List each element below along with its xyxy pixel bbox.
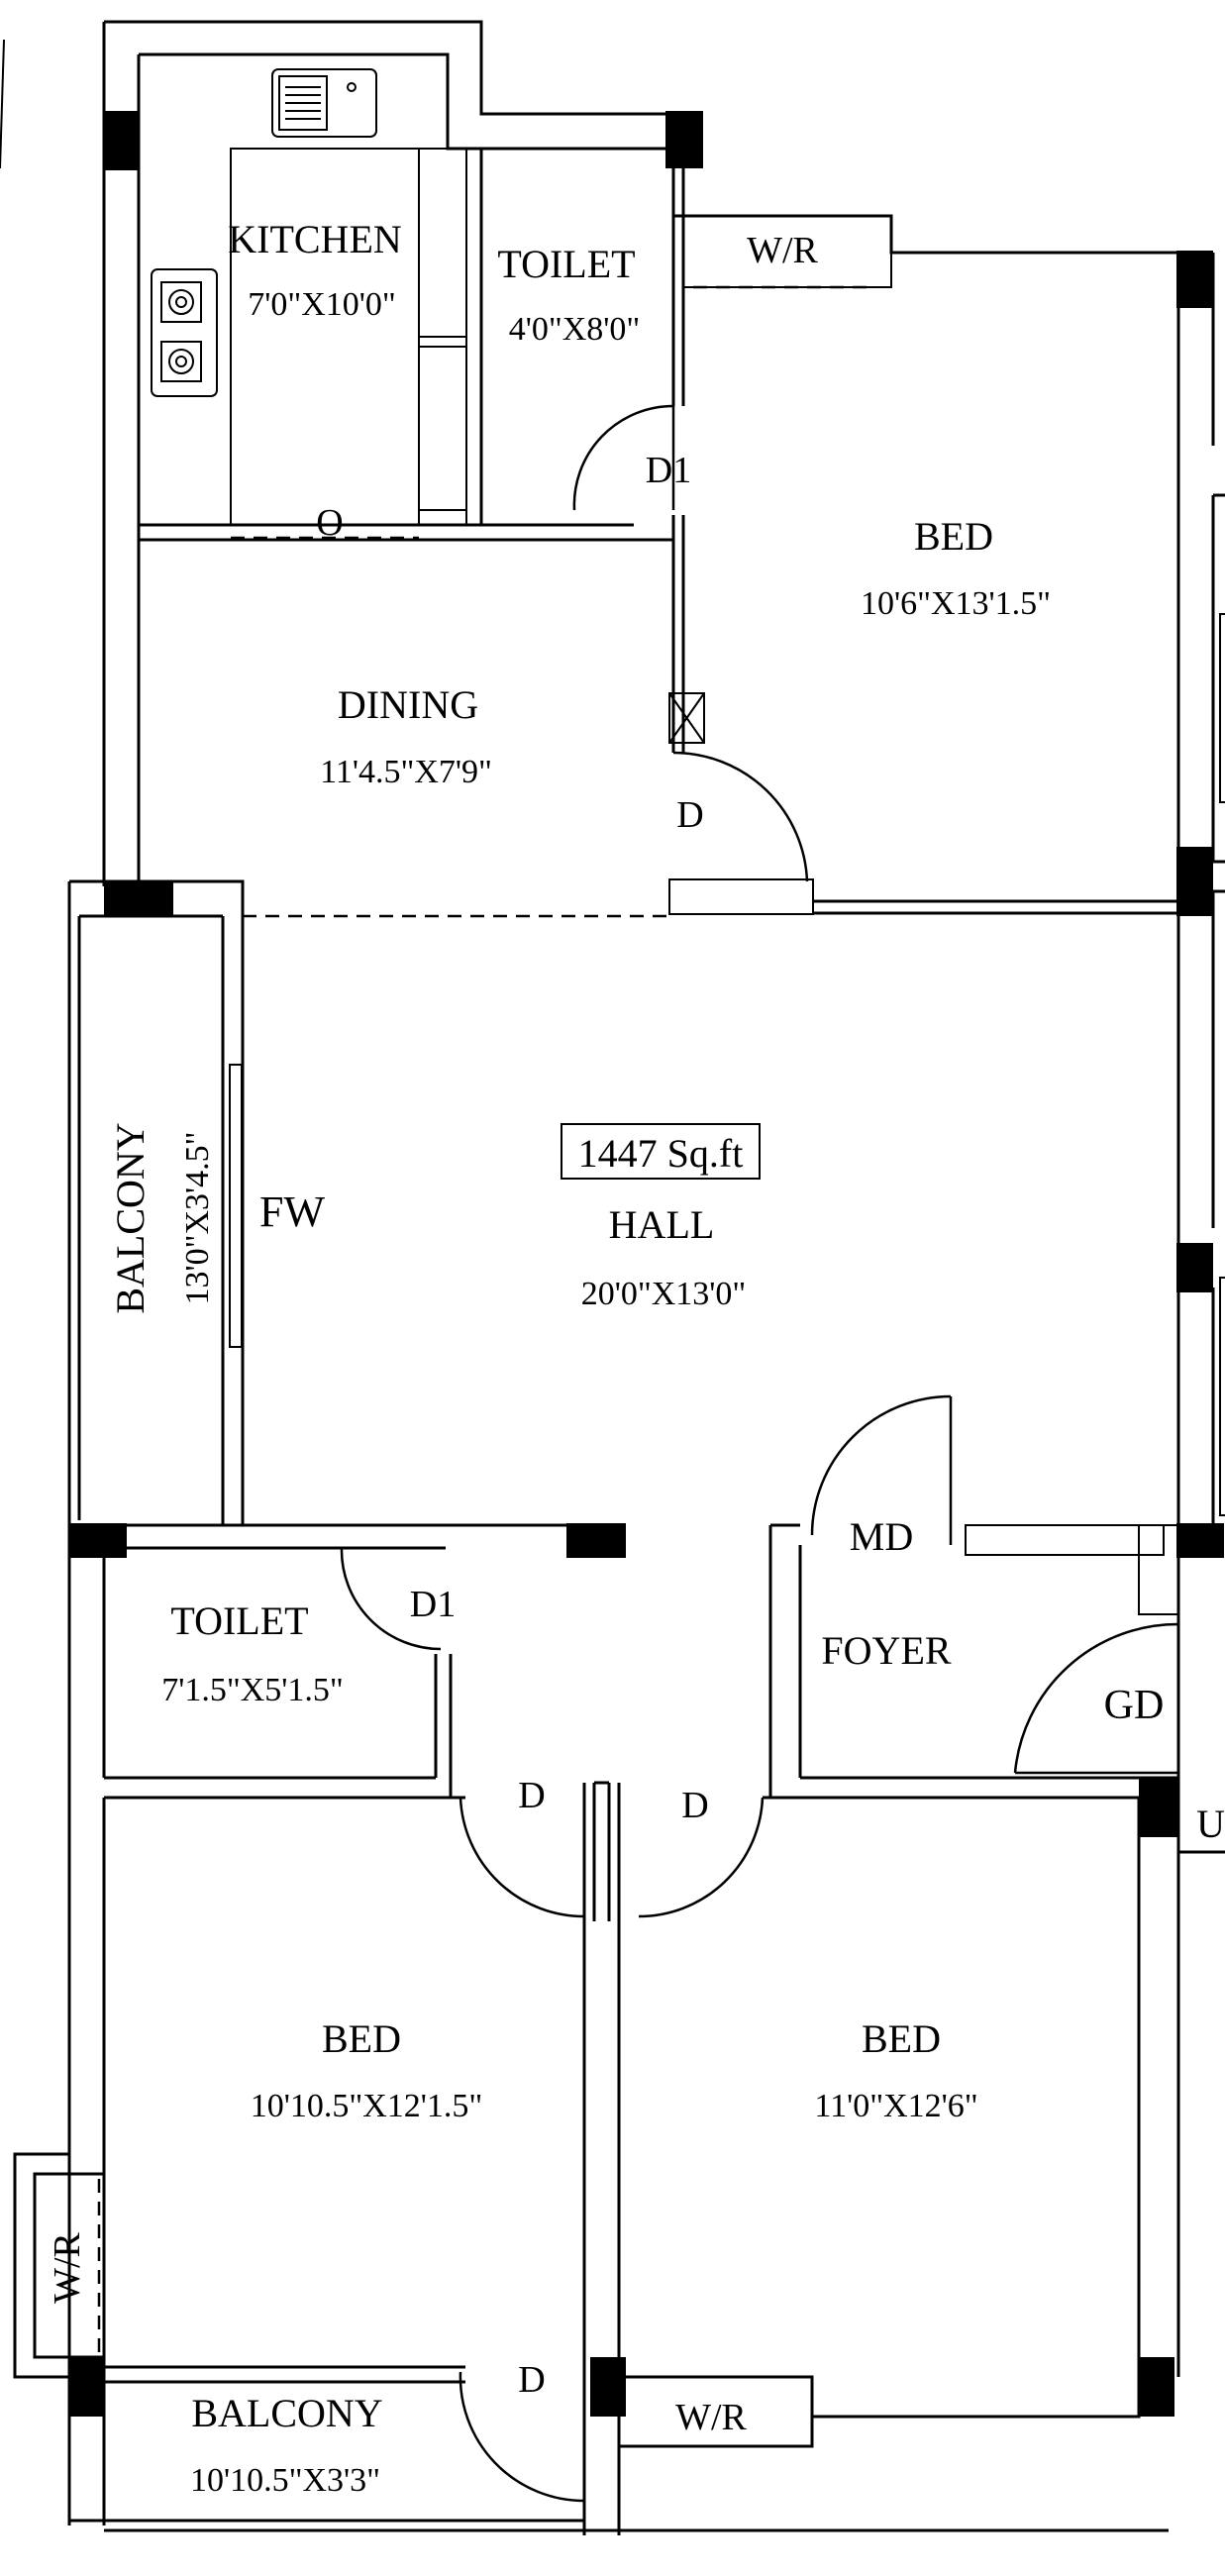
doors [340, 404, 1179, 2503]
bed-right-name: BED [862, 2016, 941, 2061]
bed-left-name: BED [322, 2016, 401, 2061]
toilet-bottom-size: 7'1.5"X5'1.5" [161, 1672, 344, 1708]
wr-top-label: W/R [747, 230, 818, 271]
walls [13, 20, 1225, 2535]
d-balcony-label: D [518, 2359, 545, 2401]
md-label: MD [850, 1514, 913, 1559]
d1-top-label: D1 [646, 450, 691, 491]
d-bed-right-label: D [681, 1785, 708, 1826]
u-label: U [1196, 1802, 1225, 1846]
area-box [561, 1123, 761, 1180]
bed-top-size: 10'6"X13'1.5" [861, 585, 1051, 622]
balcony-bottom-name: BALCONY [191, 2391, 382, 2435]
sink-icon [271, 68, 377, 138]
d-dining-label: D [676, 794, 703, 836]
balcony-left-size: 13'0"X3'4.5" [179, 1131, 216, 1304]
toilet-bottom-name: TOILET [170, 1598, 308, 1643]
kitchen-name: KITCHEN [228, 217, 402, 261]
edge-line [0, 39, 5, 169]
stove-icon [151, 268, 218, 397]
d-bed-left-label: D [518, 1775, 545, 1816]
openings [97, 285, 871, 2379]
balcony-bottom-size: 10'10.5"X3'3" [190, 2462, 380, 2499]
wr-left-label: W/R [47, 2231, 88, 2303]
bed-top-name: BED [914, 514, 993, 559]
hall-name: HALL [609, 1202, 715, 1247]
labels: KITCHEN 7'0"X10'0" TOILET 4'0"X8'0" W/R … [47, 217, 1225, 2499]
gd-label: GD [1104, 1683, 1165, 1728]
wr-bottom-label: W/R [675, 2397, 747, 2438]
dining-name: DINING [338, 682, 478, 727]
toilet-top-name: TOILET [497, 242, 635, 286]
area-text: 1447 Sq.ft [578, 1131, 744, 1176]
columns [69, 111, 1224, 2417]
toilet-top-size: 4'0"X8'0" [509, 311, 641, 348]
balcony-left-name: BALCONY [108, 1122, 153, 1313]
kitchen-size: 7'0"X10'0" [248, 286, 396, 323]
dining-size: 11'4.5"X7'9" [320, 754, 492, 790]
foyer-name: FOYER [821, 1628, 951, 1673]
fw-label: FW [259, 1187, 325, 1236]
bed-right-size: 11'0"X12'6" [814, 2088, 977, 2124]
bed-left-size: 10'10.5"X12'1.5" [251, 2088, 483, 2124]
d1-bottom-label: D1 [410, 1584, 456, 1625]
hall-size: 20'0"X13'0" [581, 1276, 747, 1312]
o-label: O [316, 502, 343, 544]
